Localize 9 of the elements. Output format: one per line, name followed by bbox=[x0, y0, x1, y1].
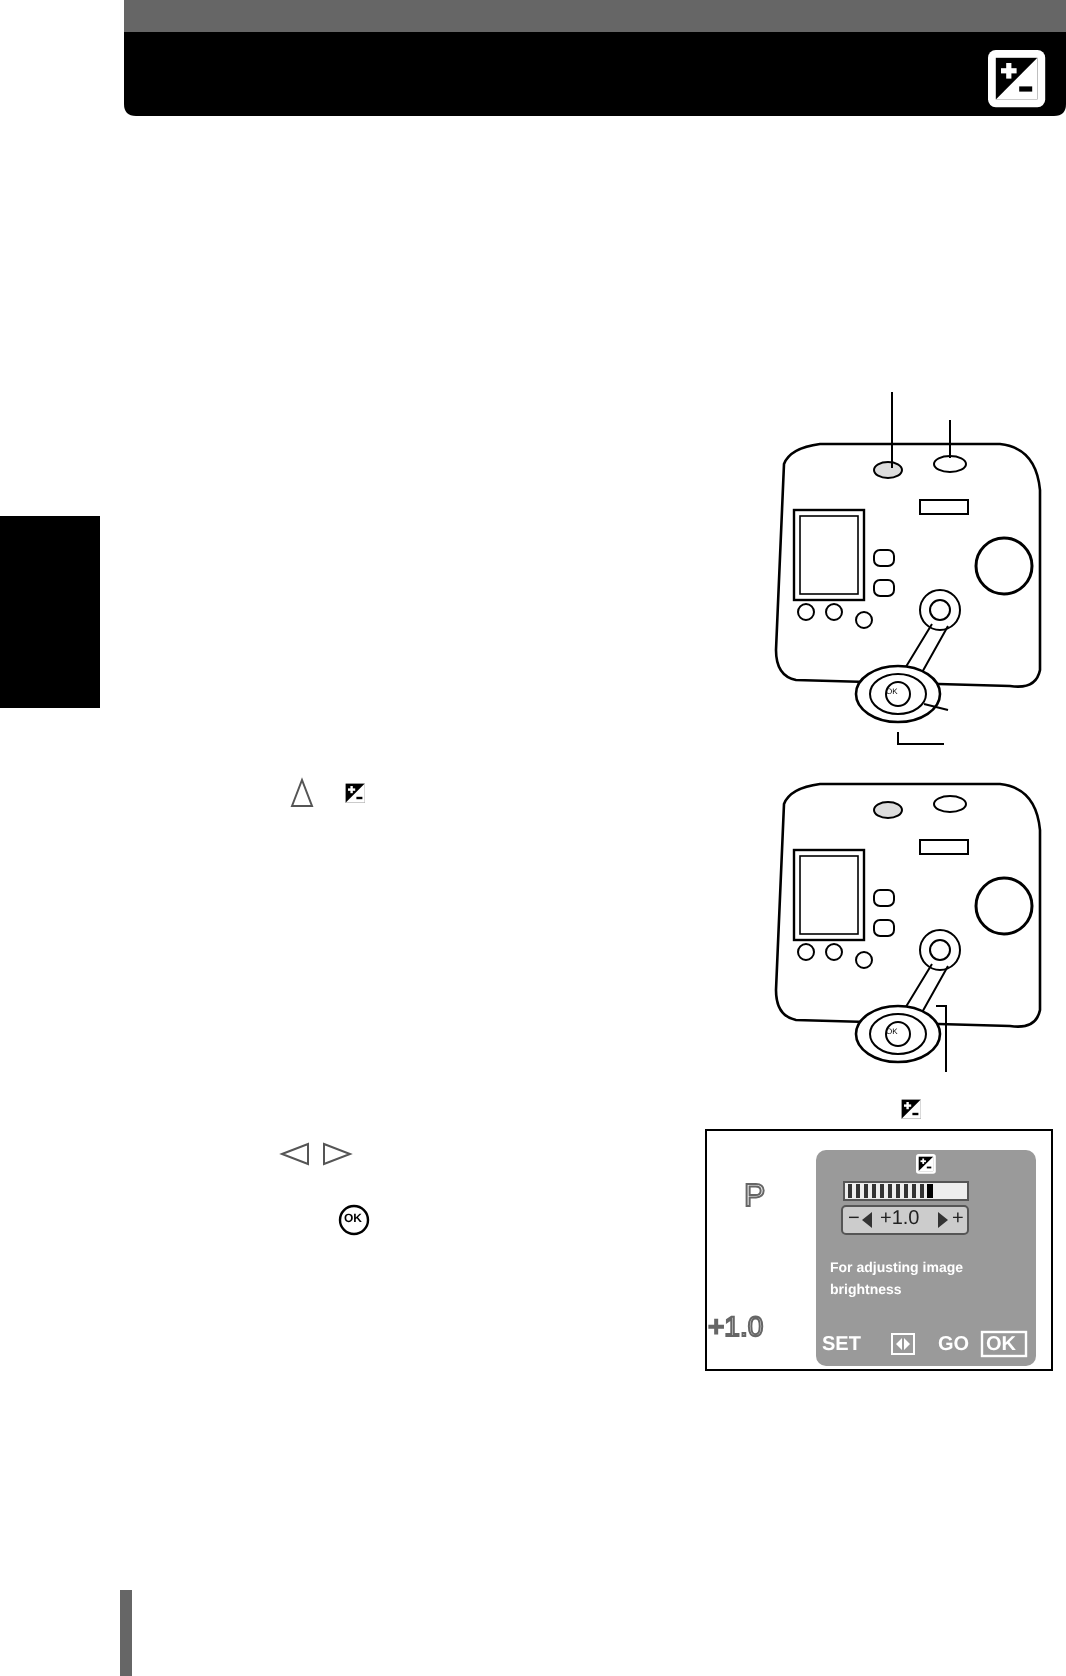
exposure-value: +1.0 bbox=[708, 1312, 764, 1340]
ok-label: OK bbox=[986, 1336, 1016, 1356]
chapter-tab bbox=[0, 516, 100, 708]
mode-indicator: P bbox=[744, 1182, 766, 1214]
go-label: GO bbox=[938, 1336, 970, 1356]
plus-sign: + bbox=[952, 1210, 964, 1230]
set-label: SET bbox=[822, 1336, 861, 1356]
minus-sign: − bbox=[848, 1210, 860, 1230]
value-label: +1.0 bbox=[880, 1210, 920, 1230]
